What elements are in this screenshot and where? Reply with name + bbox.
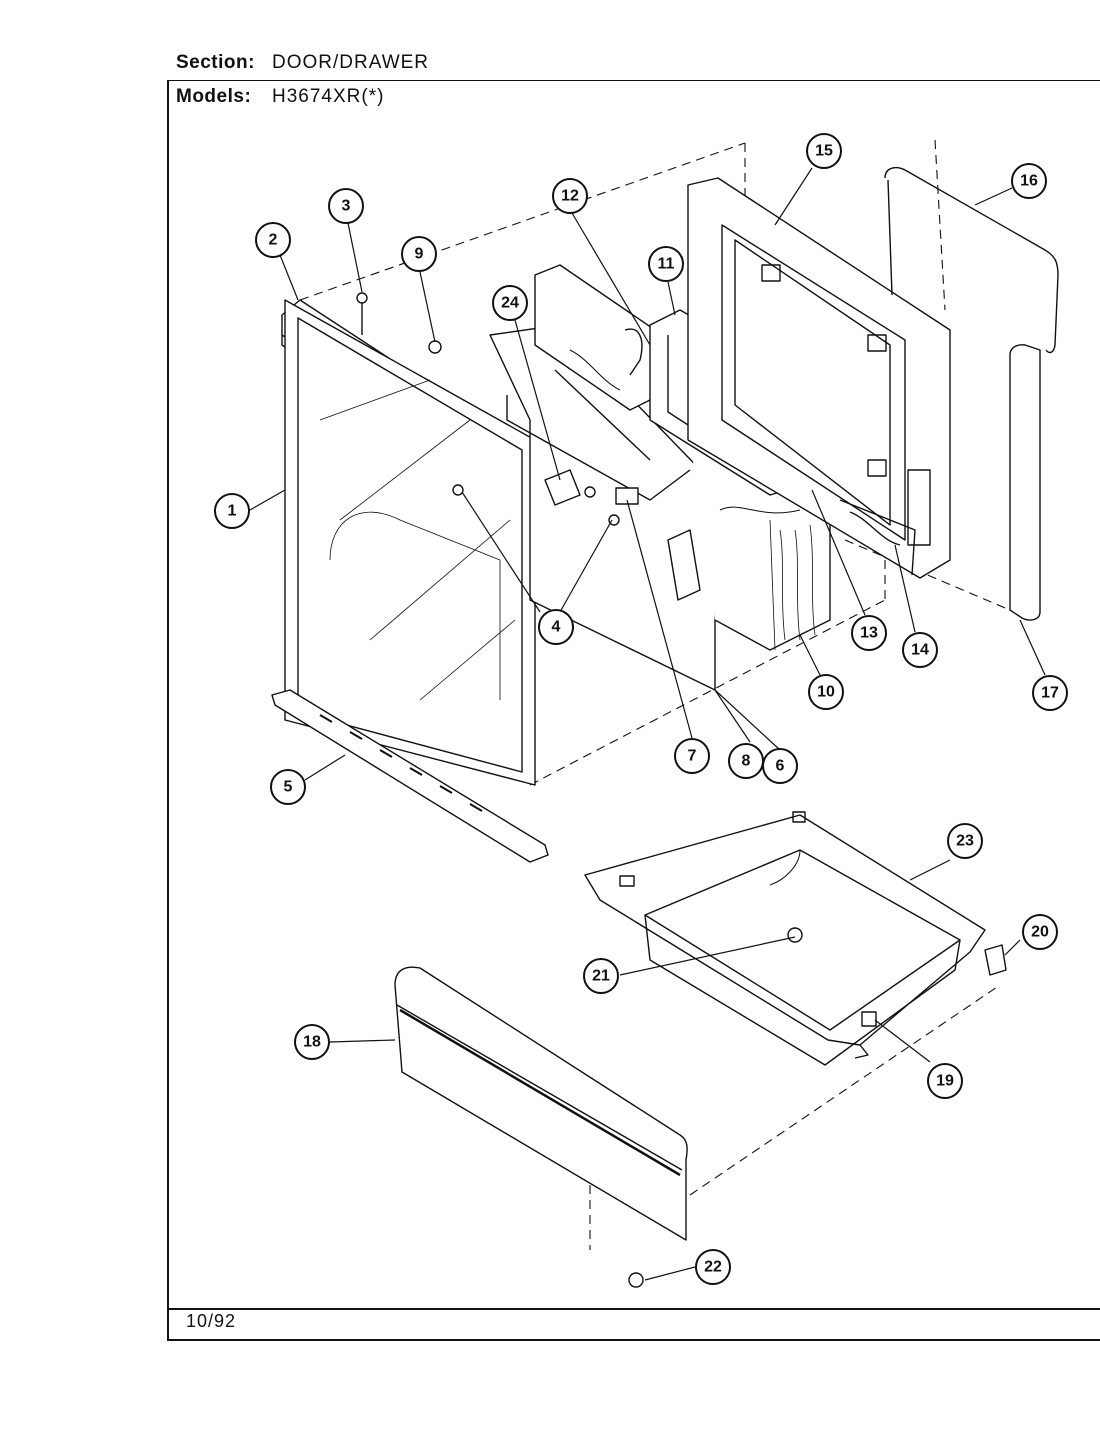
callout-1: 1	[214, 493, 250, 529]
callout-20: 20	[1022, 914, 1058, 950]
section-heading: Section: DOOR/DRAWER	[176, 52, 429, 74]
drawer-roller-part	[787, 927, 803, 943]
drawer-stop-part	[984, 944, 1007, 976]
svg-text:16: 16	[1020, 173, 1038, 190]
door-bottom-trim-part	[271, 689, 549, 863]
svg-text:14: 14	[911, 642, 929, 659]
svg-text:18: 18	[303, 1034, 321, 1051]
callout-11: 11	[648, 246, 684, 282]
callout-8: 8	[728, 743, 764, 779]
callout-6: 6	[762, 748, 798, 784]
callout-16: 16	[1011, 163, 1047, 199]
callout-19: 19	[927, 1063, 963, 1099]
door-gasket-part	[884, 166, 1059, 354]
drawer-glide-part	[861, 1011, 877, 1027]
insulation-pad-part	[534, 264, 656, 411]
svg-text:11: 11	[658, 256, 675, 273]
svg-text:9: 9	[415, 246, 424, 263]
callout-21: 21	[583, 958, 619, 994]
callout-10: 10	[808, 674, 844, 710]
door-glass-part	[284, 299, 536, 786]
models-heading: Models: H3674XR(*)	[176, 86, 384, 108]
svg-text:22: 22	[704, 1259, 722, 1276]
diagram-frame	[167, 80, 1100, 1341]
drawer-body-part	[584, 811, 986, 1066]
svg-text:17: 17	[1041, 685, 1059, 702]
svg-text:7: 7	[688, 748, 697, 765]
svg-text:8: 8	[742, 753, 751, 770]
svg-text:3: 3	[342, 198, 351, 215]
callout-24: 24	[492, 285, 528, 321]
drawer-front-part	[394, 966, 688, 1241]
section-label: Section:	[176, 52, 255, 73]
callout-15: 15	[806, 133, 842, 169]
inner-door-panel-part	[489, 324, 716, 691]
callout-23: 23	[947, 823, 983, 859]
leader-lines	[249, 167, 1046, 1281]
svg-text:6: 6	[776, 758, 785, 775]
svg-text:1: 1	[228, 503, 237, 520]
revision-date: 10/92	[186, 1311, 237, 1331]
svg-text:20: 20	[1031, 924, 1049, 941]
svg-text:12: 12	[561, 188, 579, 205]
callout-3: 3	[328, 188, 364, 224]
hinge-wire-part	[839, 499, 916, 576]
section-value: DOOR/DRAWER	[272, 52, 430, 73]
callout-18: 18	[294, 1024, 330, 1060]
svg-text:4: 4	[552, 619, 561, 636]
models-label: Models:	[176, 86, 252, 107]
screw-hardware	[356, 292, 644, 1288]
door-liner-part	[687, 177, 951, 579]
callout-13: 13	[851, 615, 887, 651]
svg-text:10: 10	[817, 684, 835, 701]
callout-14: 14	[902, 632, 938, 668]
svg-text:24: 24	[501, 295, 519, 312]
callout-5: 5	[270, 769, 306, 805]
callout-7: 7	[674, 738, 710, 774]
door-latch-part	[544, 469, 581, 506]
svg-text:23: 23	[956, 833, 974, 850]
svg-text:15: 15	[815, 143, 833, 160]
svg-text:2: 2	[269, 232, 278, 249]
door-switch-part	[615, 487, 639, 505]
svg-text:5: 5	[284, 779, 293, 796]
door-side-trim-part	[1009, 344, 1041, 621]
callout-4: 4	[538, 609, 574, 645]
svg-text:19: 19	[936, 1073, 954, 1090]
callout-12: 12	[552, 178, 588, 214]
models-value: H3674XR(*)	[272, 86, 385, 107]
callout-9: 9	[401, 236, 437, 272]
svg-text:13: 13	[860, 625, 878, 642]
callout-2: 2	[255, 222, 291, 258]
callout-22: 22	[695, 1249, 731, 1285]
callout-17: 17	[1032, 675, 1068, 711]
footer-divider	[167, 1308, 1100, 1310]
svg-text:21: 21	[592, 968, 610, 985]
